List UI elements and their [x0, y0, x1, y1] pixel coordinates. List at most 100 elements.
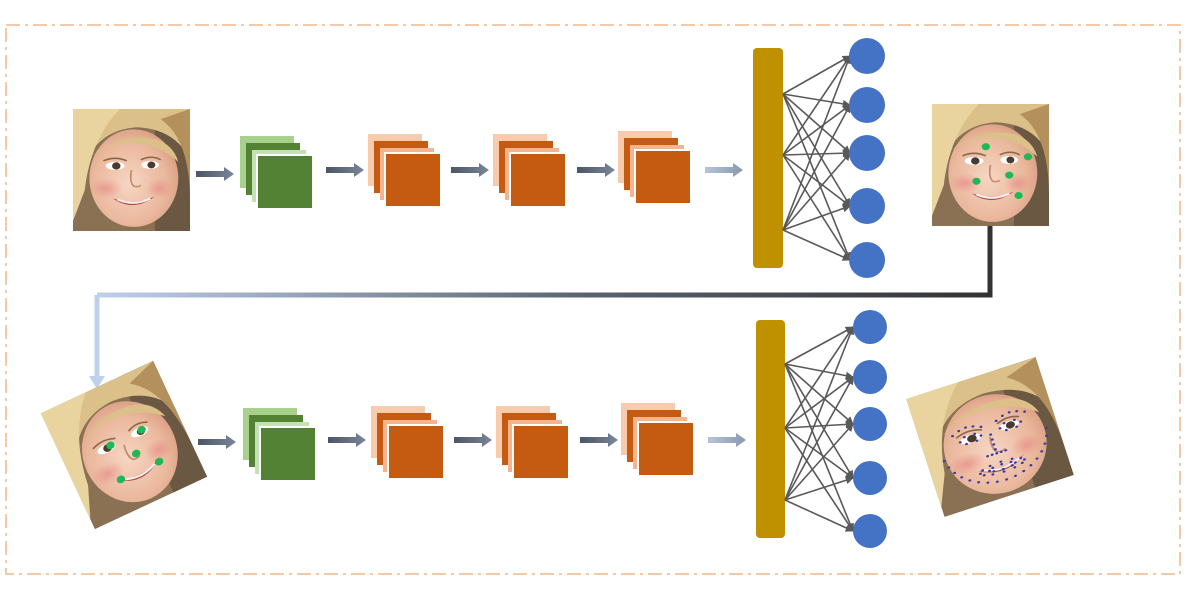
conv-layer-block — [621, 403, 693, 475]
landmark-dot — [964, 426, 967, 429]
fc-connection-line — [782, 152, 851, 231]
conv-layer-block — [368, 134, 440, 206]
fc-connection-line — [784, 423, 854, 501]
conv-layer-block — [493, 134, 565, 206]
fully-connected-layer — [753, 48, 783, 268]
landmark-dot — [1019, 456, 1023, 460]
stage-connector — [89, 226, 993, 389]
arrow-icon — [580, 433, 618, 447]
landmark-dot — [1023, 458, 1026, 461]
landmark-dot — [979, 472, 982, 475]
fc-connection-line — [784, 363, 854, 425]
fc-connection-line — [784, 363, 854, 479]
output-neuron — [853, 407, 887, 441]
landmark-dot — [998, 427, 1002, 430]
conv-layer-block — [371, 406, 443, 478]
fc-connection-line — [782, 149, 851, 158]
landmark-dot — [1010, 457, 1014, 460]
landmark-dot — [986, 481, 990, 484]
fc-connection-line — [782, 104, 851, 156]
fc-connection-line — [784, 476, 854, 501]
landmark-dot — [993, 448, 997, 451]
conv-layer-block — [243, 408, 315, 480]
landmark-dot — [975, 439, 979, 442]
landmark-dot — [995, 480, 999, 483]
arrow-icon — [705, 163, 743, 177]
outer-frame — [5, 24, 1181, 575]
output-neurons — [849, 38, 885, 278]
fc-connection-line — [782, 93, 852, 261]
landmark-dot — [1020, 461, 1024, 465]
stage-2-pipeline — [40, 310, 1074, 548]
landmark-dot — [981, 469, 985, 472]
landmark-dot — [951, 434, 955, 438]
landmark-dot — [977, 481, 981, 484]
landmark-dot — [995, 452, 999, 455]
landmark-dot — [990, 438, 994, 441]
output-neuron — [849, 38, 885, 74]
landmark-dot — [1010, 464, 1014, 467]
arrow-icon — [454, 433, 492, 447]
output-neurons — [853, 310, 887, 548]
landmark-dot — [1004, 449, 1008, 452]
conv-layer-block — [240, 136, 312, 208]
landmark-dot — [982, 474, 986, 477]
landmark-dot — [994, 419, 998, 423]
landmark-dot — [968, 479, 972, 482]
landmark-dot — [1040, 450, 1044, 453]
landmark-dot — [986, 455, 990, 458]
landmark-dot — [1022, 469, 1026, 473]
output-neuron — [849, 87, 885, 123]
landmark-dot — [1043, 442, 1047, 445]
landmark-dot — [1004, 428, 1008, 432]
face-dense-landmarks-icon — [906, 357, 1074, 517]
fc-connection-line — [784, 363, 854, 380]
arrow-icon — [196, 167, 234, 181]
landmark-dot — [1045, 434, 1048, 437]
fc-connection-line — [784, 427, 854, 479]
fc-connection-line — [784, 326, 854, 365]
landmark-dot — [979, 434, 983, 437]
fc-connection-line — [784, 499, 854, 532]
landmark-dot — [988, 469, 992, 473]
landmark-dot — [1005, 478, 1009, 481]
output-neuron — [849, 242, 885, 278]
landmark-dot — [991, 473, 995, 476]
rotated-face-landmarks-icon — [40, 360, 208, 530]
landmark-dot — [942, 460, 946, 463]
fc-connection-line — [782, 93, 851, 207]
fc-connection-line — [784, 326, 854, 429]
landmark-dot — [965, 442, 969, 446]
fully-connected-layer — [756, 320, 785, 538]
landmark-dot — [988, 464, 992, 468]
landmark-dot — [999, 460, 1003, 463]
fc-connection-line — [782, 55, 851, 95]
landmark-dot — [1000, 414, 1004, 417]
landmark-dot — [1029, 464, 1033, 467]
fc-connection-line — [782, 93, 851, 154]
landmark-dot — [962, 436, 966, 439]
fc-connection-line — [782, 93, 851, 108]
fc-connections — [782, 55, 852, 261]
landmark-dot — [999, 450, 1003, 453]
fc-connection-line — [782, 55, 851, 156]
landmark-dot — [1023, 410, 1027, 413]
face-photo-icon — [73, 109, 190, 231]
output-neuron — [849, 135, 885, 171]
landmark-dot — [947, 466, 951, 469]
landmark-dot — [992, 443, 996, 446]
conv-layer-block — [618, 131, 690, 203]
landmark-dot — [973, 432, 977, 436]
landmark-dot — [1002, 470, 1006, 473]
output-neuron — [853, 514, 887, 548]
fc-connection-line — [784, 363, 854, 532]
landmark-dot — [1013, 466, 1017, 469]
fc-connection-line — [784, 420, 854, 429]
landmark-dot — [1014, 474, 1017, 477]
landmark-dot — [960, 476, 964, 479]
landmark-dot — [1000, 462, 1004, 466]
landmark-dot — [957, 429, 961, 433]
landmark-dot — [1013, 461, 1017, 464]
arrow-icon — [708, 433, 746, 447]
landmark-dot — [971, 425, 975, 428]
